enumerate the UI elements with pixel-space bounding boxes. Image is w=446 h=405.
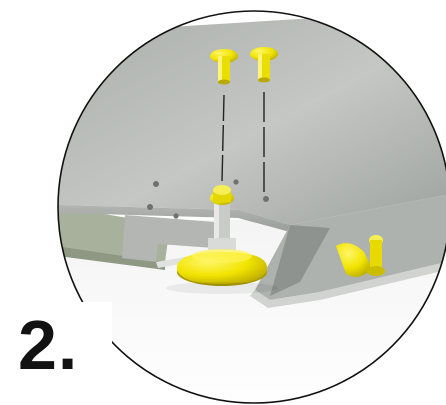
panel-hole	[263, 196, 269, 202]
step-number: 2.	[8, 302, 112, 388]
guide-line	[221, 94, 225, 183]
magnifier-circle	[57, 10, 446, 404]
bolt-icon	[250, 47, 278, 83]
mounting-bracket	[122, 215, 215, 262]
panel-hole	[233, 179, 239, 185]
leveling-foot-icon	[177, 185, 267, 286]
panel-hole	[147, 204, 153, 210]
wing-screw-icon	[336, 235, 385, 277]
sheet-metal-panel	[58, 11, 446, 225]
bolt-icon	[210, 49, 238, 85]
panel-hole	[153, 181, 159, 187]
panel-hole	[173, 213, 179, 219]
magnified-detail	[58, 11, 446, 403]
